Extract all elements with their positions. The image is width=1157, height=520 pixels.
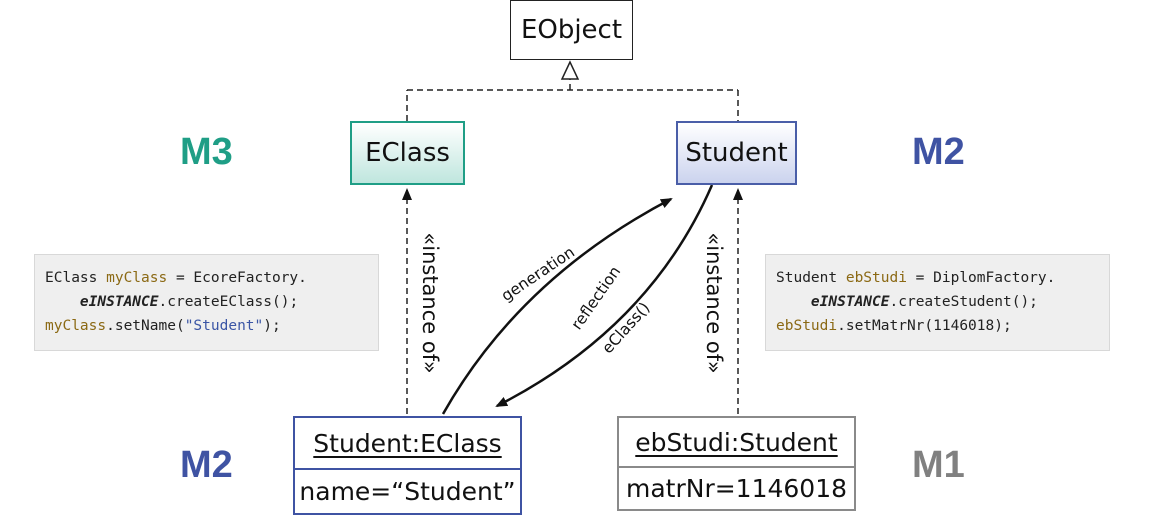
object-divider: [295, 468, 520, 470]
code-token: ebStudi: [776, 318, 838, 334]
code-token: eINSTANCE: [810, 294, 890, 310]
code-snippet-left: EClass myClass = EcoreFactory. eINSTANCE…: [34, 254, 379, 351]
code-token: myClass: [45, 318, 107, 334]
student-eclass-object-attribute: name=“Student”: [299, 477, 516, 506]
level-m3-label: M3: [180, 131, 233, 173]
eobject-label: EObject: [520, 15, 623, 45]
code-token: .setMatrNr(1146018);: [837, 318, 1012, 334]
eclass-class-box: EClass: [350, 121, 465, 185]
eclass-label: EClass: [365, 138, 450, 168]
eobject-class-box: EObject: [510, 0, 633, 60]
level-m1-label: M1: [912, 444, 965, 486]
student-eclass-object-box: Student:EClass name=“Student”: [293, 416, 522, 515]
reflection-arrow: [495, 184, 714, 408]
instance-of-left-label: «instance of»: [418, 232, 442, 374]
student-eclass-object-header: Student:EClass: [313, 428, 502, 458]
code-token: [776, 294, 811, 310]
code-token: myClass: [106, 270, 168, 286]
code-token: [45, 294, 80, 310]
inheritance-connector: [406, 79, 739, 121]
ebstudi-object-header: ebStudi:Student: [635, 427, 838, 457]
inheritance-triangle: [560, 60, 580, 80]
generation-arrow: [441, 197, 673, 415]
instance-of-right-label: «instance of»: [702, 232, 726, 374]
student-label: Student: [685, 138, 788, 168]
ebstudi-object-box: ebStudi:Student matrNr=1146018: [617, 416, 856, 511]
code-token: "Student": [184, 318, 264, 334]
code-token: ebStudi: [845, 270, 907, 286]
code-token: = EcoreFactory.: [167, 270, 307, 286]
student-class-box: Student: [676, 121, 797, 185]
code-token: .setName(: [106, 318, 185, 334]
code-token: .createStudent();: [889, 294, 1038, 310]
code-token: = DiplomFactory.: [906, 270, 1056, 286]
code-snippet-right: Student ebStudi = DiplomFactory. eINSTAN…: [765, 254, 1110, 351]
level-m2-left-label: M2: [180, 444, 233, 486]
level-m2-right-label: M2: [912, 131, 965, 173]
code-token: Student: [776, 270, 846, 286]
code-token: .createEClass();: [158, 294, 299, 310]
code-token: EClass: [45, 270, 107, 286]
ebstudi-object-attribute: matrNr=1146018: [625, 474, 848, 503]
object-divider: [619, 466, 854, 468]
code-token: eINSTANCE: [79, 294, 159, 310]
code-token: );: [263, 318, 281, 334]
